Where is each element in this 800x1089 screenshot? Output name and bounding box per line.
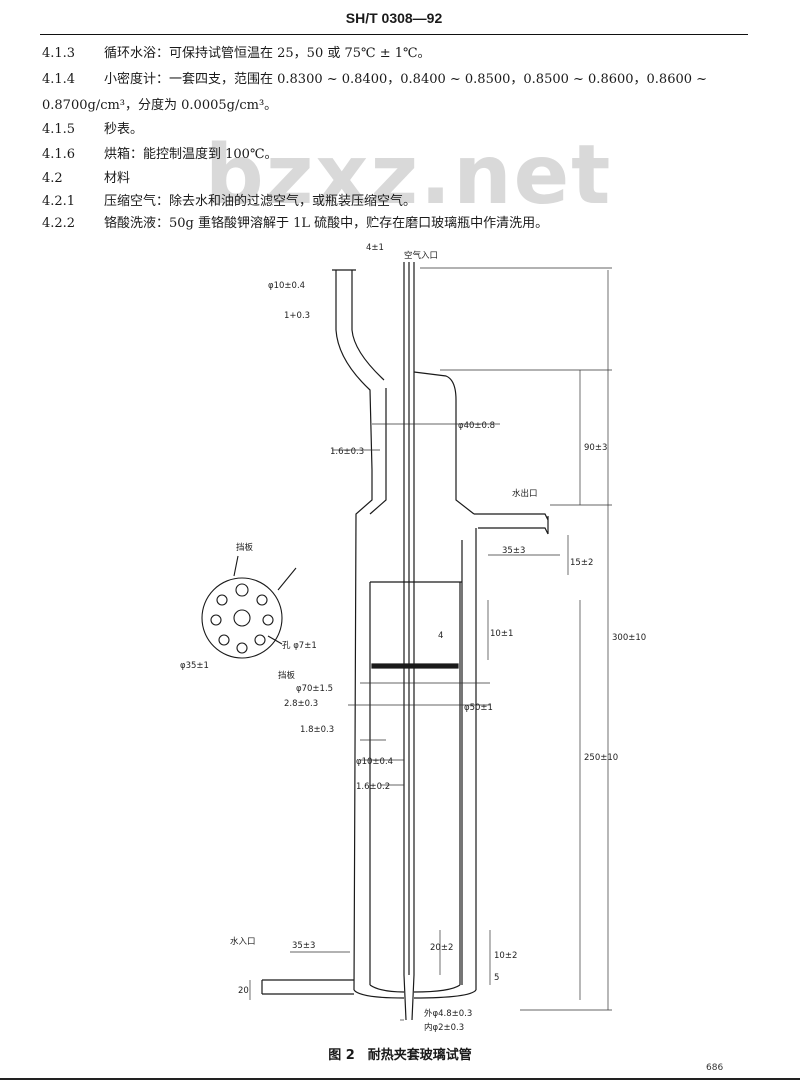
label-dim-20b: 20 — [238, 986, 249, 996]
label-dim-35b: 35±3 — [292, 941, 315, 951]
jacketed-tube-drawing: 空气入口 4±1 φ10±0.4 1+0.3 φ40±0.8 1.6±0.3 9… — [180, 243, 646, 1032]
inner-bottom — [369, 984, 461, 993]
label-dim-15: 15±2 — [570, 558, 593, 568]
label-dim-4: 4 — [438, 631, 443, 641]
capillary-tip — [403, 974, 415, 1021]
clause-text: 铬酸洗液：50g 重铬酸钾溶解于 1L 硫酸中，贮存在磨口玻璃瓶中作清洗用。 — [104, 216, 549, 231]
clause-text: 烘箱：能控制温度到 100℃。 — [104, 147, 278, 162]
label-phi70: φ70±1.5 — [296, 684, 333, 694]
label-dim-20: 20±2 — [430, 943, 453, 953]
clause-text: 循环水浴：可保持试管恒温在 25，50 或 75℃ ± 1℃。 — [104, 46, 431, 61]
label-air-inlet: 空气入口 — [404, 250, 438, 261]
central-tube — [403, 262, 415, 975]
clause-number: 4.1.5 — [42, 122, 76, 137]
label-dim-250: 250±10 — [584, 753, 618, 763]
baffle-plate — [371, 663, 459, 669]
tube-shoulder — [413, 371, 475, 515]
figure-caption: 图 2 耐热夹套玻璃试管 — [328, 1048, 472, 1063]
paragraph-4-1-5: 4.1.5 秒表。 — [42, 120, 762, 140]
label-inner-phi: 内φ2±0.3 — [424, 1022, 464, 1032]
standard-code: SH/T 0308—92 — [345, 10, 443, 26]
nozzle-end-view — [201, 555, 297, 659]
clause-number: 4.1.6 — [42, 147, 76, 162]
label-dim-5: 5 — [494, 973, 499, 983]
label-dim-10: 10±1 — [490, 629, 513, 639]
clause-number: 4.2.1 — [42, 194, 76, 209]
label-wall-18: 1.8±0.3 — [300, 725, 334, 735]
label-top-width: 4±1 — [366, 243, 384, 253]
clause-text: 小密度计：一套四支，范围在 0.8300 ~ 0.8400，0.8400 ~ 0… — [104, 72, 708, 87]
outer-jacket-right — [461, 528, 477, 990]
label-water-outlet: 水出口 — [512, 488, 538, 499]
label-outer-phi: 外φ4.8±0.3 — [424, 1008, 472, 1019]
jacket-bottom — [353, 989, 477, 999]
label-dim-35a: 35±3 — [502, 546, 525, 556]
clause-number: 4.1.3 — [42, 46, 76, 61]
label-phi50: φ50±1 — [464, 703, 493, 713]
paragraph-4-1-4: 4.1.4 小密度计：一套四支，范围在 0.8300 ~ 0.8400，0.840… — [42, 70, 762, 90]
clause-text: 秒表。 — [104, 122, 144, 137]
watermark: bzxz.net — [205, 128, 613, 223]
paragraph-4-2-2: 4.2.2 铬酸洗液：50g 重铬酸钾溶解于 1L 硫酸中，贮存在磨口玻璃瓶中作清… — [42, 214, 762, 234]
water-inlet-arm — [261, 979, 354, 995]
clause-number: 4.2.2 — [42, 216, 76, 231]
label-phi40: φ40±0.8 — [458, 421, 495, 431]
clause-text: 0.8700g/cm³，分度为 0.0005g/cm³。 — [42, 98, 278, 113]
paragraph-4-1-4-continued: 0.8700g/cm³，分度为 0.0005g/cm³。 — [42, 96, 762, 116]
paragraph-4-1-3: 4.1.3 循环水浴：可保持试管恒温在 25，50 或 75℃ ± 1℃。 — [42, 44, 762, 64]
label-phi10-mid: φ10±0.4 — [356, 757, 393, 767]
label-hole: 孔 φ7±1 — [282, 641, 317, 651]
inner-test-tube — [369, 581, 462, 985]
label-phi10-top: φ10±0.4 — [268, 281, 305, 291]
label-dim-90: 90±3 — [584, 443, 607, 453]
clause-number: 4.1.4 — [42, 72, 76, 87]
label-wall-16: 1.6±0.3 — [330, 447, 364, 457]
clause-text: 材料 — [104, 171, 131, 186]
label-dim-300: 300±10 — [612, 633, 646, 643]
upper-bulb-inner-left — [369, 388, 387, 515]
clause-text: 压缩空气：除去水和油的过滤空气，或瓶装压缩空气。 — [104, 194, 417, 209]
page-number: 686 — [706, 1063, 724, 1073]
water-outlet-arm — [474, 513, 549, 535]
label-plate: 挡板 — [278, 670, 296, 681]
paragraph-4-1-6: 4.1.6 烘箱：能控制温度到 100℃。 — [42, 145, 762, 165]
air-inlet-side-tube — [335, 270, 385, 471]
clause-number: 4.2 — [42, 171, 63, 186]
page-header: SH/T 0308—92 — [40, 8, 748, 35]
label-dim-10b: 10±2 — [494, 951, 517, 961]
label-circle: φ35±1 — [180, 661, 209, 671]
label-wall-16b: 1.6±0.2 — [356, 782, 390, 792]
label-wall-1: 1+0.3 — [284, 311, 310, 321]
upper-bulb-left — [353, 470, 373, 991]
paragraph-4-2-1: 4.2.1 压缩空气：除去水和油的过滤空气，或瓶装压缩空气。 — [42, 192, 762, 212]
footer-rule — [0, 1078, 800, 1080]
paragraph-4-2: 4.2 材料 — [42, 169, 762, 189]
label-baffle: 挡板 — [236, 542, 254, 553]
label-wall-28: 2.8±0.3 — [284, 699, 318, 709]
label-water-inlet: 水入口 — [230, 936, 256, 947]
